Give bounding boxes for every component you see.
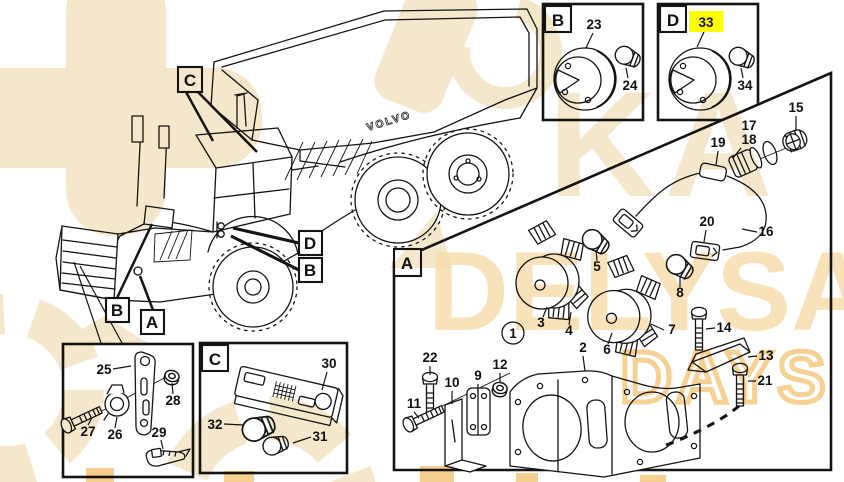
bulb-socket <box>728 146 763 178</box>
mounting-bracket <box>509 370 701 478</box>
rear-wheel-inner <box>422 128 514 220</box>
watermark-gear-arc <box>0 294 104 482</box>
part-33-highlight[interactable] <box>689 11 723 32</box>
part-label-19[interactable]: 19 <box>710 135 725 150</box>
part-label-14[interactable]: 14 <box>716 320 732 335</box>
callout-letter-b: B <box>111 301 123 320</box>
harness-wire <box>635 172 767 251</box>
strap-bracket <box>134 351 156 436</box>
watermark-gear-shape <box>0 68 262 168</box>
harness-sleeve <box>698 162 728 182</box>
part-label-4[interactable]: 4 <box>565 323 573 338</box>
callout-letter-a: A <box>146 313 158 332</box>
part-label-11[interactable]: 11 <box>407 396 422 411</box>
part-label-21[interactable]: 21 <box>757 373 773 388</box>
callout-box-d <box>297 229 324 257</box>
part-label-34[interactable]: 34 <box>737 78 753 93</box>
marker-lamp <box>133 266 143 276</box>
part-label-15[interactable]: 15 <box>788 100 804 115</box>
watermark-text-row1: KA <box>548 60 781 228</box>
lock-nut <box>782 129 808 153</box>
panel-d-label-box <box>658 4 688 34</box>
part-label-29[interactable]: 29 <box>151 425 166 440</box>
part-label-16[interactable]: 16 <box>758 224 774 239</box>
part-label-13[interactable]: 13 <box>758 348 774 363</box>
panel-d: D 33 34 <box>656 2 760 122</box>
watermark-wedge <box>390 212 452 268</box>
part-label-26[interactable]: 26 <box>107 427 123 442</box>
watermark-text-row2: DELYSA <box>428 229 844 354</box>
part-label-5[interactable]: 5 <box>593 259 601 274</box>
callout-box-b-front <box>104 296 131 324</box>
callout-letter-d: D <box>304 234 316 253</box>
part-label-9[interactable]: 9 <box>474 368 482 383</box>
truck-brand-text: VOLVO <box>365 109 412 134</box>
callout-box-b-right <box>297 256 324 284</box>
callout-box-a <box>139 308 166 336</box>
seal-ring <box>762 140 778 166</box>
panel-c-label: C <box>209 350 221 369</box>
angle-bracket <box>444 398 487 473</box>
callout-letter-b: B <box>304 261 316 280</box>
circled-item <box>501 321 525 345</box>
leader-line <box>696 31 744 79</box>
part-label-30[interactable]: 30 <box>321 356 336 371</box>
part-label-28[interactable]: 28 <box>165 393 181 408</box>
part-label-10[interactable]: 10 <box>444 375 459 390</box>
part-label-17[interactable]: 17 <box>741 118 756 133</box>
panel-b: B 23 24 <box>541 2 645 122</box>
watermark-shape <box>374 0 478 113</box>
part-label-8[interactable]: 8 <box>676 285 684 300</box>
front-wheel <box>208 242 298 332</box>
leader-line <box>585 32 629 79</box>
part-label-20[interactable]: 20 <box>699 214 714 229</box>
clamp-wedge <box>687 337 751 373</box>
panel-a: A 1 <box>392 71 833 478</box>
part-label-6[interactable]: 6 <box>603 342 611 357</box>
part-label-22[interactable]: 22 <box>422 350 437 365</box>
part-label-33[interactable]: 33 <box>698 15 714 30</box>
part-label-3[interactable]: 3 <box>537 315 545 330</box>
part-label-23[interactable]: 23 <box>586 17 602 32</box>
part-label-24[interactable]: 24 <box>622 78 638 93</box>
part-label-25[interactable]: 25 <box>96 362 112 377</box>
panel-d-label: D <box>667 11 679 30</box>
leader-line <box>115 223 155 311</box>
part-label-1[interactable]: 1 <box>509 326 517 341</box>
leader-line <box>230 226 300 272</box>
part-label-18[interactable]: 18 <box>741 132 757 147</box>
p-clamp <box>103 384 130 421</box>
part-label-12[interactable]: 12 <box>492 357 507 372</box>
part-label-7[interactable]: 7 <box>668 322 676 337</box>
dashed-assembly-line <box>663 404 740 448</box>
part-label-2[interactable]: 2 <box>579 340 587 355</box>
watermark-text-row3: DAYS <box>620 338 829 418</box>
watermark-arc <box>448 0 562 109</box>
side-light-cluster <box>216 221 225 239</box>
watermark-wedge <box>60 316 148 343</box>
hinge-plate <box>466 387 491 436</box>
panel-c-label-box <box>200 343 230 373</box>
watermark-bottom-accents <box>86 466 666 482</box>
leader-line <box>413 116 797 419</box>
